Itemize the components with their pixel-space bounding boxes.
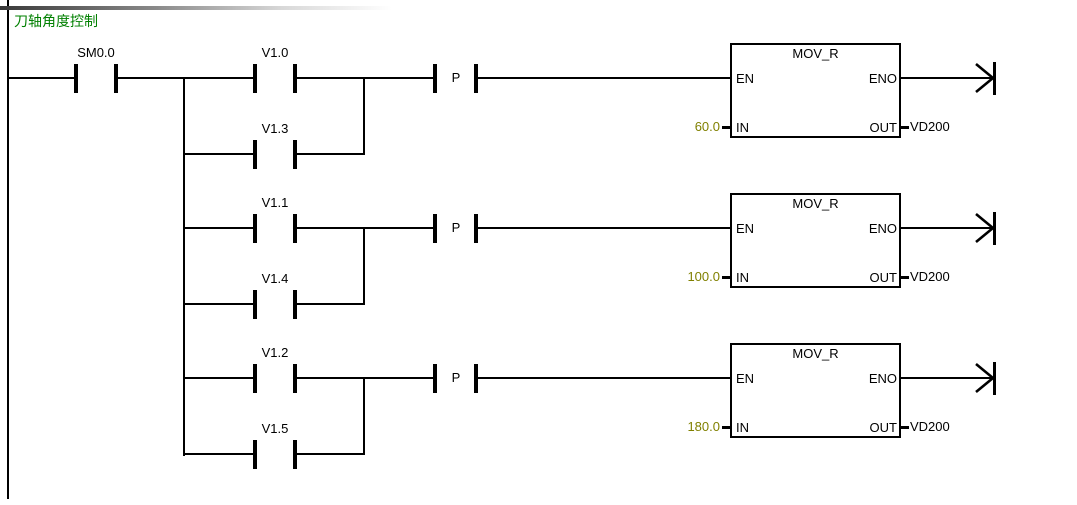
edge-contact-label: P — [451, 370, 461, 385]
contact-bar — [293, 364, 297, 393]
contact-bar — [433, 364, 437, 393]
contact-operand[interactable]: V1.5 — [261, 421, 289, 436]
wire — [9, 77, 74, 79]
port-in-label: IN — [736, 120, 749, 135]
branch-merge-wire — [363, 77, 365, 155]
power-rail — [7, 0, 9, 499]
out-tick — [901, 426, 909, 429]
wire — [478, 77, 731, 79]
rung-end-arrow-icon — [975, 363, 995, 393]
contact-operand[interactable]: V1.2 — [261, 345, 289, 360]
contact-bar — [253, 364, 257, 393]
contact-bar — [474, 364, 478, 393]
out-operand[interactable]: VD200 — [910, 419, 950, 434]
port-out-label: OUT — [869, 120, 897, 135]
contact-operand[interactable]: V1.1 — [261, 195, 289, 210]
wire — [297, 227, 433, 229]
contact-bar — [293, 140, 297, 169]
wire — [297, 303, 365, 305]
contact-bar — [293, 290, 297, 319]
block-title: MOV_R — [792, 196, 839, 211]
wire — [901, 377, 993, 379]
wire — [297, 77, 433, 79]
in-tick — [722, 426, 730, 429]
port-eno-label: ENO — [868, 221, 897, 236]
port-eno-label: ENO — [868, 371, 897, 386]
contact-bar — [253, 140, 257, 169]
contact-operand[interactable]: V1.0 — [261, 45, 289, 60]
branch-trunk-wire — [183, 77, 185, 456]
contact-operand[interactable]: V1.4 — [261, 271, 289, 286]
contact-bar — [433, 214, 437, 243]
wire — [184, 377, 253, 379]
in-tick — [722, 126, 730, 129]
in-value[interactable]: 100.0 — [687, 269, 720, 284]
wire — [118, 77, 253, 79]
port-in-label: IN — [736, 420, 749, 435]
rung-end-bar — [993, 212, 996, 245]
wire — [184, 303, 253, 305]
wire — [901, 77, 993, 79]
out-operand[interactable]: VD200 — [910, 119, 950, 134]
port-out-label: OUT — [869, 270, 897, 285]
network-divider — [0, 6, 392, 10]
contact-bar — [474, 64, 478, 93]
mov-r-block[interactable]: MOV_R EN ENO IN OUT — [730, 193, 901, 288]
in-tick — [722, 276, 730, 279]
contact-bar — [114, 64, 118, 93]
wire — [478, 227, 731, 229]
rung-end-bar — [993, 62, 996, 95]
contact-bar — [293, 440, 297, 469]
edge-contact-label: P — [451, 220, 461, 235]
rung-end-bar — [993, 362, 996, 395]
contact-operand[interactable]: SM0.0 — [77, 45, 115, 60]
block-title: MOV_R — [792, 46, 839, 61]
contact-bar — [293, 64, 297, 93]
wire — [184, 227, 253, 229]
wire — [478, 377, 731, 379]
wire — [297, 377, 433, 379]
rung-end-arrow-icon — [975, 213, 995, 243]
port-en-label: EN — [736, 371, 755, 386]
wire — [297, 453, 365, 455]
wire — [184, 153, 253, 155]
out-operand[interactable]: VD200 — [910, 269, 950, 284]
wire — [184, 453, 253, 455]
port-in-label: IN — [736, 270, 749, 285]
block-title: MOV_R — [792, 346, 839, 361]
contact-operand[interactable]: V1.3 — [261, 121, 289, 136]
wire — [297, 153, 365, 155]
out-tick — [901, 276, 909, 279]
mov-r-block[interactable]: MOV_R EN ENO IN OUT — [730, 43, 901, 138]
branch-merge-wire — [363, 227, 365, 305]
contact-bar — [253, 64, 257, 93]
port-out-label: OUT — [869, 420, 897, 435]
contact-bar — [433, 64, 437, 93]
edge-contact-label: P — [451, 70, 461, 85]
out-tick — [901, 126, 909, 129]
wire — [901, 227, 993, 229]
network-comment[interactable]: 刀轴角度控制 — [14, 13, 98, 29]
contact-bar — [293, 214, 297, 243]
in-value[interactable]: 60.0 — [694, 119, 720, 134]
contact-bar — [74, 64, 78, 93]
branch-merge-wire — [363, 377, 365, 455]
contact-bar — [253, 440, 257, 469]
contact-bar — [253, 290, 257, 319]
mov-r-block[interactable]: MOV_R EN ENO IN OUT — [730, 343, 901, 438]
port-en-label: EN — [736, 71, 755, 86]
contact-bar — [253, 214, 257, 243]
rung-end-arrow-icon — [975, 63, 995, 93]
in-value[interactable]: 180.0 — [687, 419, 720, 434]
contact-bar — [474, 214, 478, 243]
port-en-label: EN — [736, 221, 755, 236]
port-eno-label: ENO — [868, 71, 897, 86]
